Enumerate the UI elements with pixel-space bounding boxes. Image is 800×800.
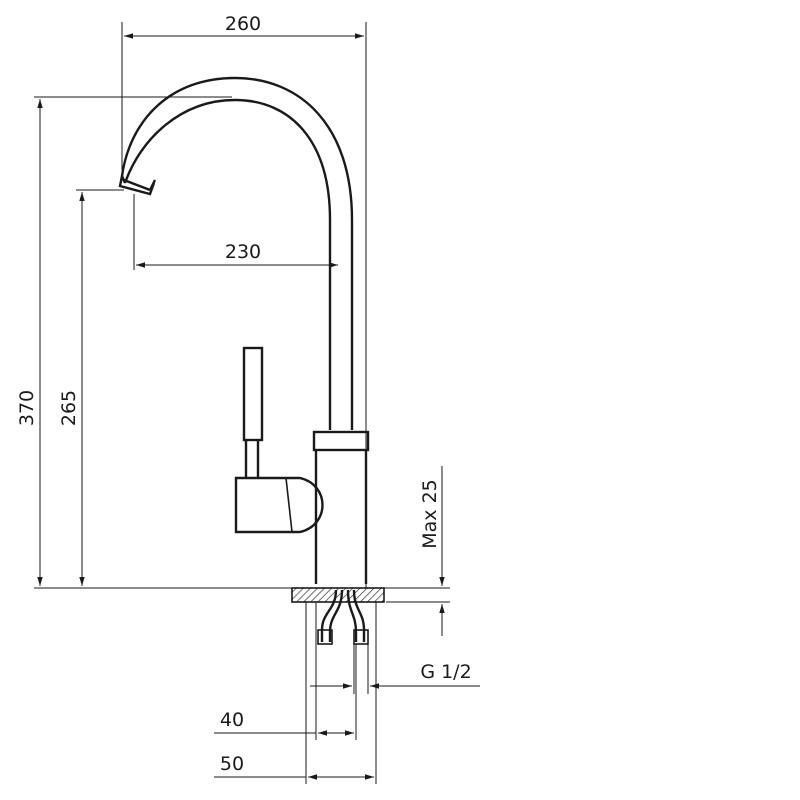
base-plate xyxy=(291,587,385,603)
body-column xyxy=(314,450,368,584)
dim-total-height: 370 xyxy=(16,96,450,589)
dim-hole-min: 40 xyxy=(214,602,357,740)
label-spout-height: 265 xyxy=(58,390,80,426)
dim-spout-height: 265 xyxy=(58,189,124,586)
cartridge-housing xyxy=(234,476,324,534)
supply-hose-right xyxy=(346,589,358,642)
label-hole-min: 40 xyxy=(220,709,244,731)
collar xyxy=(312,430,370,452)
lever-handle xyxy=(242,346,264,442)
supply-hose-left-2 xyxy=(328,589,344,642)
dim-total-reach: 260 xyxy=(121,13,367,588)
label-connection-thread: G 1/2 xyxy=(420,661,471,683)
lever-stem xyxy=(244,440,260,478)
label-max-thickness: Max 25 xyxy=(419,479,441,549)
hose-end-left xyxy=(317,629,333,645)
label-spout-reach: 230 xyxy=(225,241,261,263)
hose-end-right xyxy=(353,629,369,645)
label-hole-max: 50 xyxy=(220,753,244,775)
faucet-outline xyxy=(118,76,385,645)
dim-hole-max: 50 xyxy=(214,602,377,784)
dim-connection-thread: G 1/2 xyxy=(310,644,480,694)
dim-max-thickness: Max 25 xyxy=(386,466,450,636)
dim-spout-reach: 230 xyxy=(133,194,338,270)
spout-inner xyxy=(120,76,354,430)
label-total-height: 370 xyxy=(16,390,38,426)
spout-outer xyxy=(123,98,332,430)
label-total-reach: 260 xyxy=(225,13,261,35)
cartridge-seam xyxy=(285,477,293,533)
spout-tip-end xyxy=(118,175,156,196)
